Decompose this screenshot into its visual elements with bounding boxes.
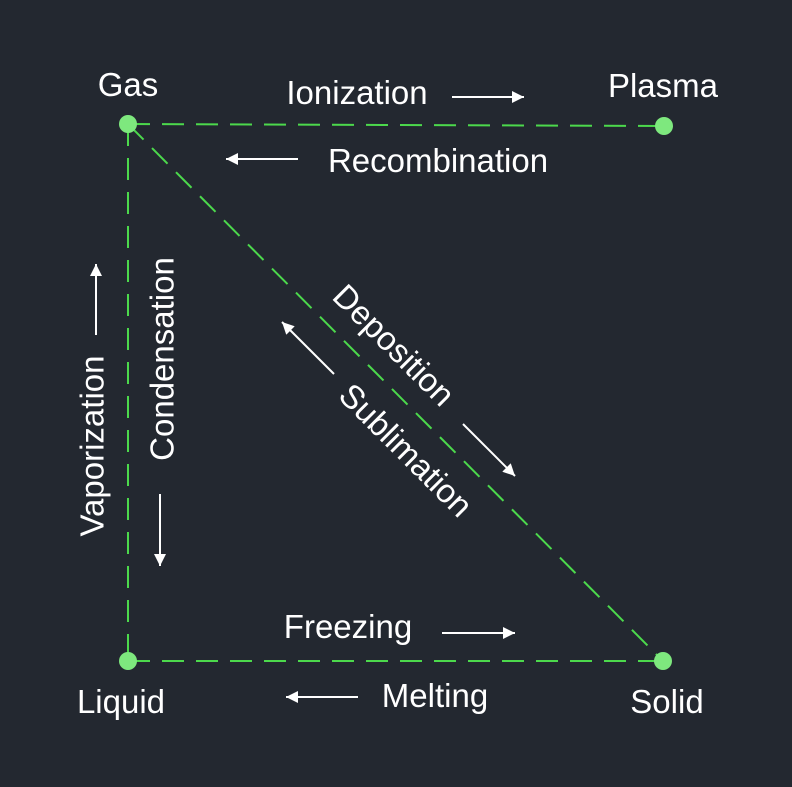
label-solid: Solid: [630, 683, 703, 720]
label-condensation: Condensation: [144, 257, 181, 461]
label-plasma: Plasma: [608, 67, 719, 104]
label-freezing: Freezing: [284, 608, 412, 645]
sublimation-arrow: [281, 321, 335, 375]
edge-gas-solid: [127, 123, 664, 662]
node-plasma: [655, 117, 673, 135]
label-liquid: Liquid: [77, 683, 165, 720]
node-liquid: [119, 652, 137, 670]
node-solid: [654, 652, 672, 670]
label-gas: Gas: [98, 66, 159, 103]
label-melting: Melting: [382, 677, 488, 714]
label-recombination: Recombination: [328, 142, 548, 179]
node-gas: [119, 115, 137, 133]
edge-gas-plasma: [127, 123, 665, 127]
deposition-arrow: [462, 423, 516, 477]
label-vaporization: Vaporization: [74, 355, 111, 536]
label-ionization: Ionization: [286, 74, 427, 111]
